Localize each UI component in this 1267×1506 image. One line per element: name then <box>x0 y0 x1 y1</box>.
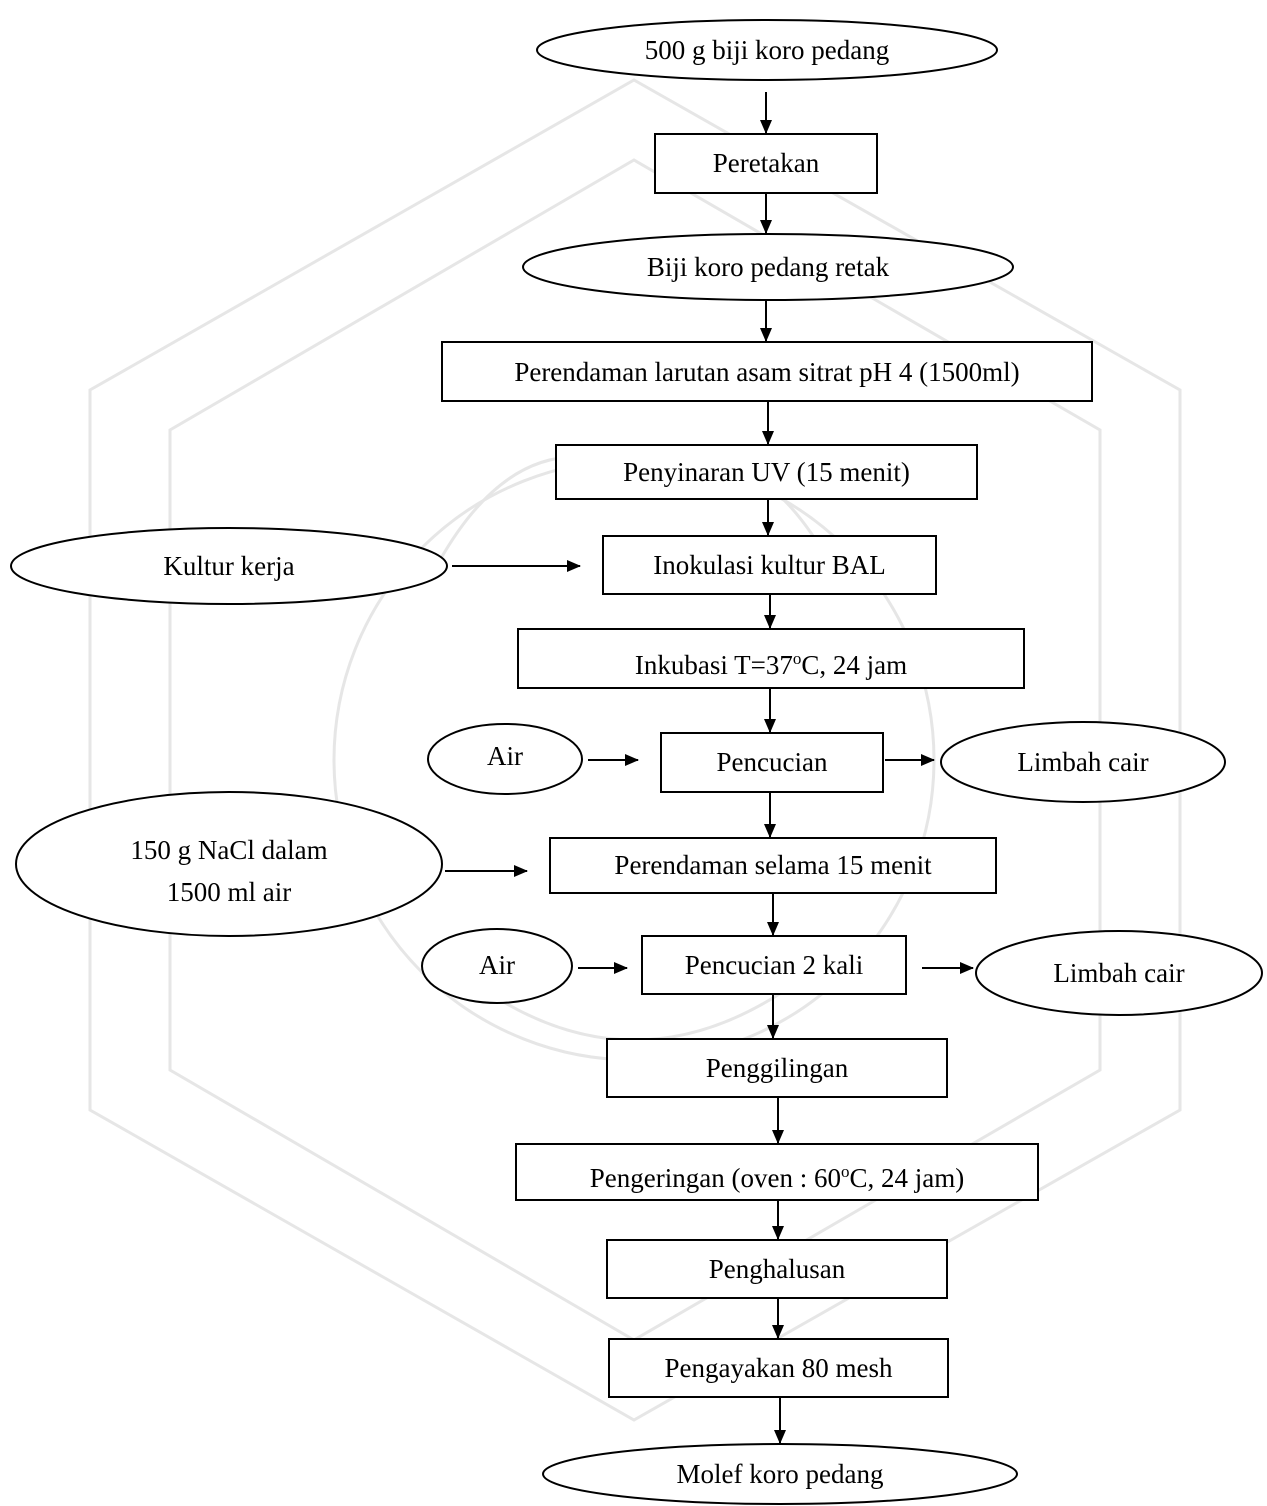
waste-ellipse-2 <box>975 930 1263 1016</box>
nacl-label-line1: 150 g NaCl dalam <box>130 835 328 865</box>
waste-label-1: Limbah cair <box>1017 747 1149 777</box>
cracking-label: Peretakan <box>712 148 820 178</box>
cracked-beans-label: Biji koro pedang retak <box>646 252 890 282</box>
nacl-label-line2: 1500 ml air <box>166 877 292 907</box>
nacl-soaking-label: Perendaman selama 15 menit <box>614 850 932 880</box>
incubation-label: Inkubasi T=37oC, 24 jam <box>634 649 908 680</box>
working-culture-label: Kultur kerja <box>163 551 295 581</box>
cracked-beans-ellipse <box>522 233 1014 301</box>
uv-box <box>555 444 978 500</box>
end-label: Molef koro pedang <box>676 1459 884 1489</box>
inoculation-label: Inokulasi kultur BAL <box>653 550 886 580</box>
washing-label-1: Pencucian <box>716 747 828 777</box>
start-ellipse <box>536 19 998 81</box>
end-ellipse <box>542 1443 1018 1505</box>
nacl-ellipse <box>15 791 443 937</box>
milling-label: Penggilingan <box>705 1053 849 1083</box>
waste-ellipse-1 <box>940 721 1226 803</box>
water-ellipse-1 <box>427 723 583 795</box>
uv-label: Penyinaran UV (15 menit) <box>623 457 910 487</box>
washing-box-1 <box>660 732 884 793</box>
sieving-label: Pengayakan 80 mesh <box>664 1353 893 1383</box>
citric-soaking-box <box>441 341 1093 402</box>
washing-label-2: Pencucian 2 kali <box>684 950 864 980</box>
incubation-box <box>517 628 1025 689</box>
nacl-soaking-box <box>549 837 997 894</box>
sieving-box <box>608 1338 949 1398</box>
water-ellipse-2 <box>421 928 573 1004</box>
inoculation-box <box>602 535 937 595</box>
drying-label: Pengeringan (oven : 60oC, 24 jam) <box>589 1162 965 1193</box>
water-label-1: Air <box>487 741 523 771</box>
washing-box-2 <box>641 935 907 995</box>
citric-soaking-label: Perendaman larutan asam sitrat pH 4 (150… <box>514 357 1020 387</box>
water-label-2: Air <box>479 950 515 980</box>
grinding-label: Penghalusan <box>708 1254 846 1284</box>
working-culture-ellipse <box>10 527 448 605</box>
start-label: 500 g biji koro pedang <box>644 35 890 65</box>
waste-label-2: Limbah cair <box>1053 958 1185 988</box>
